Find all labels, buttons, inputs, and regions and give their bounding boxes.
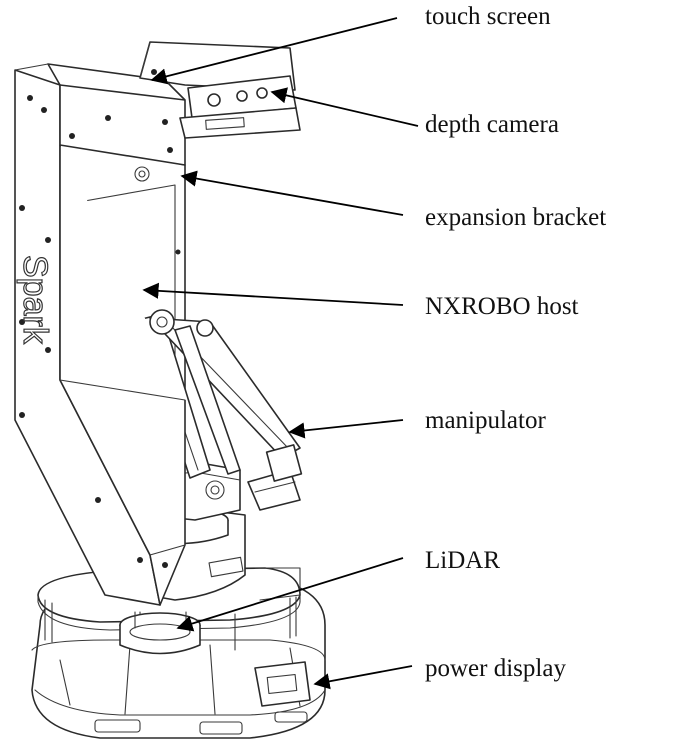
arrow-depth-camera bbox=[270, 87, 419, 127]
label-depth-camera: depth camera bbox=[425, 111, 559, 138]
leader-arrows bbox=[142, 17, 419, 690]
label-power-display: power display bbox=[425, 655, 566, 682]
frame-brand-text: Spark bbox=[16, 255, 54, 345]
label-lidar: LiDAR bbox=[425, 547, 500, 574]
label-expansion-bracket: expansion bracket bbox=[425, 204, 607, 231]
arrow-touch-screen bbox=[150, 17, 398, 85]
arrow-expansion-bracket bbox=[180, 170, 404, 216]
label-host: NXROBO host bbox=[425, 293, 579, 320]
arrow-host bbox=[142, 282, 404, 306]
arrow-lidar bbox=[176, 557, 404, 632]
lidar-unit bbox=[119, 611, 201, 655]
depth-camera bbox=[179, 75, 301, 139]
label-manipulator: manipulator bbox=[425, 407, 546, 434]
arrow-manipulator bbox=[288, 419, 404, 439]
spark-frame: Spark bbox=[14, 63, 186, 606]
arrow-power-display bbox=[313, 665, 413, 690]
label-touch-screen: touch screen bbox=[425, 3, 551, 30]
power-display-screen bbox=[254, 661, 311, 707]
